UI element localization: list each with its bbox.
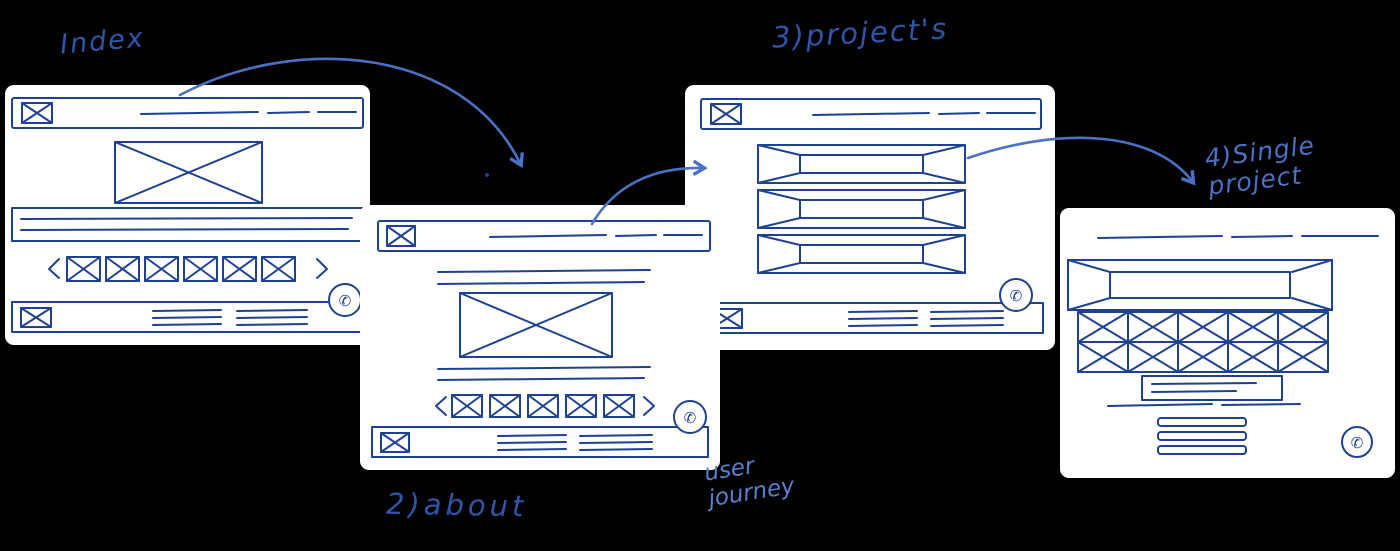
logo-box-icon [386, 225, 416, 247]
phone-glyph: ✆ [1351, 434, 1364, 452]
index-wireframe-drawing: ✆ [11, 97, 364, 333]
nav-link-lines [1097, 235, 1379, 239]
logo-box-icon [21, 102, 53, 124]
projects-page-label: 3)project's [771, 11, 949, 55]
wireframe-screen-index: ✆ [5, 85, 370, 345]
carousel-prev-icon [48, 258, 60, 279]
project-banner [757, 189, 966, 229]
carousel-next-icon [643, 396, 655, 416]
caption-box [1141, 375, 1283, 401]
pen-dot [485, 173, 489, 177]
phone-chat-icon: ✆ [673, 400, 707, 434]
text-lines [1107, 403, 1301, 407]
footer-bar [11, 301, 364, 333]
phone-chat-icon: ✆ [1341, 426, 1373, 458]
about-page-label: 2)about [385, 486, 528, 524]
footer-bar [371, 426, 709, 458]
carousel-next-icon [316, 258, 328, 279]
phone-chat-icon: ✆ [999, 278, 1033, 312]
hero-image-placeholder [114, 141, 263, 204]
projects-wireframe-drawing: ✆ [700, 98, 1044, 334]
wireframe-screen-projects: ✆ [685, 85, 1055, 350]
list-lines [1157, 417, 1247, 455]
carousel-prev-icon [435, 396, 447, 416]
phone-glyph: ✆ [1010, 287, 1023, 305]
index-page-label: Index [58, 22, 147, 61]
logo-box-icon [20, 307, 52, 328]
phone-glyph: ✆ [339, 292, 352, 310]
hero-image-placeholder [459, 292, 613, 358]
project-banner [757, 144, 966, 184]
navbar [700, 98, 1042, 130]
thumbnail-carousel [435, 394, 655, 418]
navbar [377, 220, 711, 252]
about-wireframe-drawing: ✆ [371, 220, 711, 458]
project-banner [1067, 259, 1333, 311]
heading-lines [437, 269, 651, 285]
nav-link-lines [812, 112, 1036, 116]
image-grid [1077, 311, 1329, 373]
single-project-wireframe-drawing: ✆ [1067, 235, 1379, 458]
user-journey-label: user journey [702, 453, 797, 513]
phone-chat-icon: ✆ [328, 283, 362, 317]
thumbnail-carousel [48, 256, 328, 282]
phone-glyph: ✆ [684, 409, 697, 427]
footer-bar [702, 302, 1044, 334]
navbar [11, 97, 364, 129]
nav-link-lines [140, 111, 357, 115]
wireframe-screen-about: ✆ [360, 205, 720, 470]
logo-box-icon [380, 432, 410, 453]
nav-link-lines [489, 234, 703, 238]
project-banner [757, 234, 966, 274]
logo-box-icon [710, 103, 742, 125]
text-block [11, 207, 364, 242]
text-lines [437, 366, 651, 381]
single-project-page-label: 4)Single project [1203, 130, 1317, 201]
wireframe-screen-single-project: ✆ [1060, 208, 1395, 478]
project-banner-list [757, 144, 966, 274]
